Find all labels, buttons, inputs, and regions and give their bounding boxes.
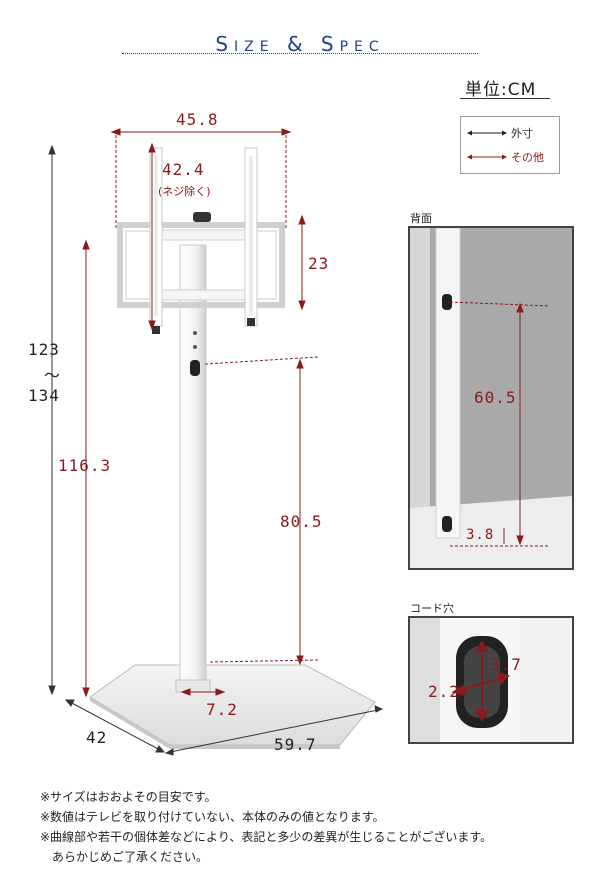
rail-right-slot <box>249 156 253 316</box>
dim-base-offset: 7.2 <box>206 700 238 719</box>
legend-other: その他 <box>467 149 544 165</box>
note-1: ※サイズはおおよその目安です。 <box>40 790 217 804</box>
note-3: ※曲線部や若干の個体差などにより、表記と多少の差異が生じることがございます。 <box>40 830 493 844</box>
dim-height-116: 116.3 <box>58 456 112 475</box>
dim-bracket-height: 23 <box>308 254 330 273</box>
rail-left-cap <box>152 326 160 334</box>
dim-base-width: 59.7 <box>274 735 317 754</box>
dim-base-depth: 42 <box>86 728 108 747</box>
bracket-knob <box>193 212 211 222</box>
cord-hole-illustration <box>410 618 572 742</box>
rail-left-slot <box>154 156 158 316</box>
back-bottom-offset: 3.8 <box>466 527 495 543</box>
legend: 外寸 その他 <box>460 116 560 174</box>
bracket-frame <box>117 222 285 308</box>
legend-other-label: その他 <box>511 151 544 164</box>
pole-foot <box>175 679 211 693</box>
cord-hole-width: 2.2 <box>428 682 460 701</box>
dim-total-height-tilde: 〜 <box>44 366 62 385</box>
back-view-photo <box>408 226 574 570</box>
legend-outer: 外寸 <box>467 125 533 141</box>
dim-total-height-min: 123 <box>28 340 60 359</box>
cord-hole-height: 3.7 <box>490 655 522 674</box>
other-arrow-icon <box>467 154 507 160</box>
dim-height-80: 80.5 <box>280 512 323 531</box>
other-dimension-lines <box>82 128 319 698</box>
back-view-illustration <box>410 228 572 568</box>
outer-arrow-icon <box>467 130 507 136</box>
cord-hole-label: コード穴 <box>410 602 454 615</box>
dim-inner-width: 42.4 <box>162 160 205 179</box>
outer-dimension-lines <box>48 144 384 756</box>
back-hole-spacing: 60.5 <box>474 388 517 407</box>
base-edge <box>90 697 340 749</box>
unit-label: 単位:CM <box>465 80 537 100</box>
crossbar-top <box>161 229 246 241</box>
cord-hole-photo <box>408 616 574 744</box>
crossbar-bottom <box>161 289 246 301</box>
note-2: ※数値はテレビを取り付けていない、本体のみの値となります。 <box>40 810 385 824</box>
legend-outer-label: 外寸 <box>511 127 533 140</box>
title-divider <box>122 53 478 54</box>
pole <box>179 244 207 686</box>
back-view-label: 背面 <box>410 212 432 225</box>
dim-top-width: 45.8 <box>176 110 219 129</box>
dim-inner-width-note: (ネジ除く) <box>158 185 211 198</box>
pole-cord-hole <box>190 360 200 376</box>
page-title: Size & Spec <box>215 32 385 56</box>
dim-total-height-max: 134 <box>28 386 60 405</box>
pole-screw-2 <box>193 345 197 349</box>
rail-right-cap <box>247 318 255 326</box>
unit-underline <box>460 98 550 99</box>
note-4: あらかじめご了承ください。 <box>52 850 209 864</box>
pole-screw-1 <box>193 331 197 335</box>
